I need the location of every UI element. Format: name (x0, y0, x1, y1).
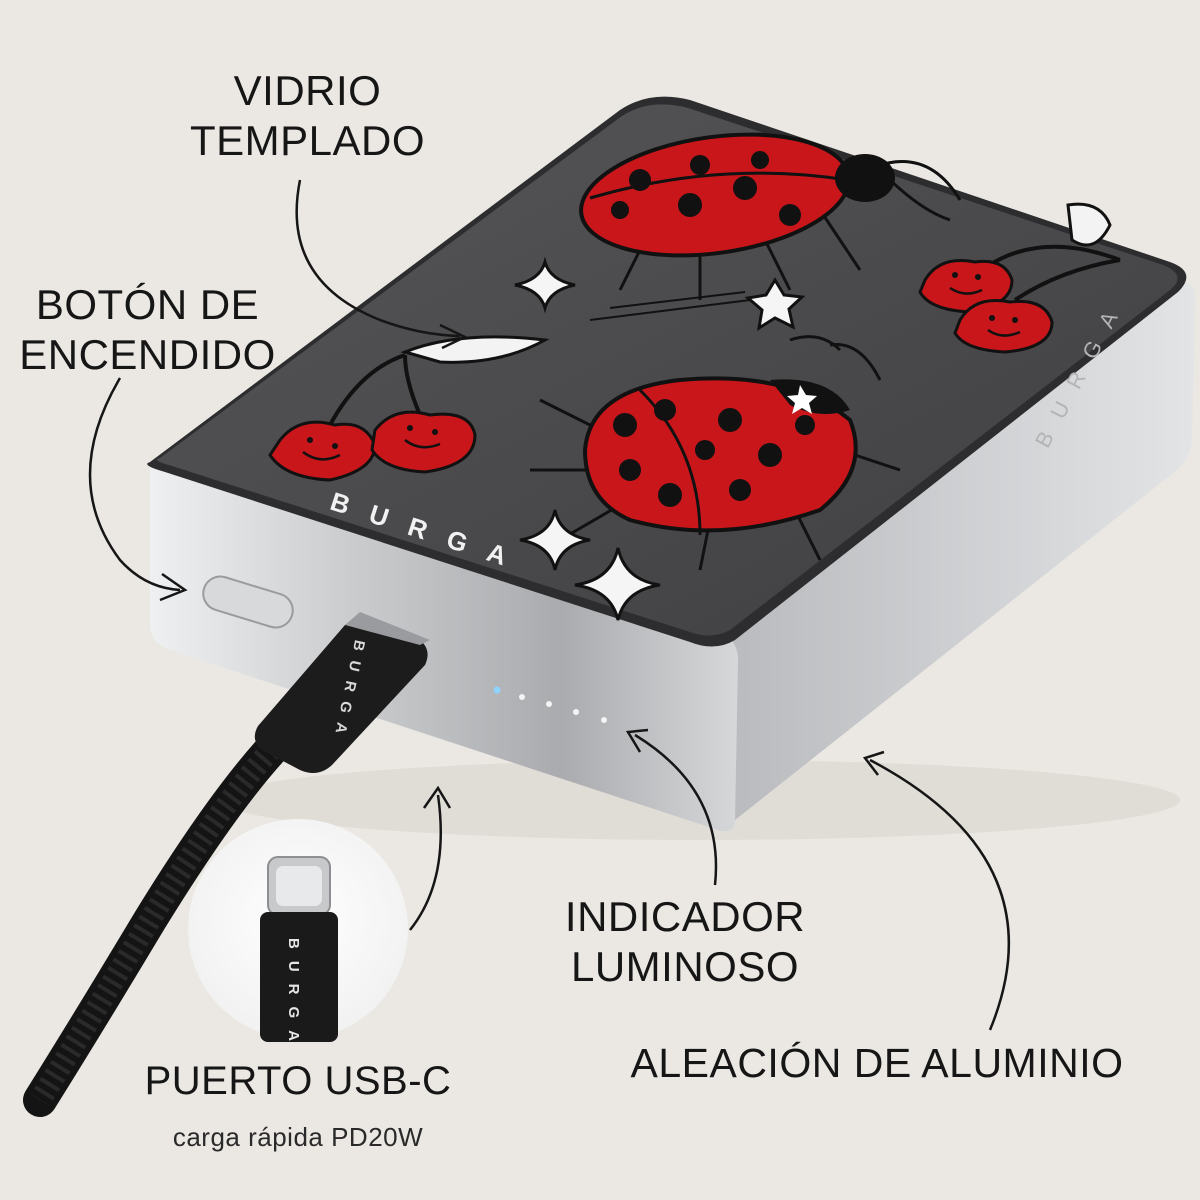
label-aluminum-alloy: ALEACIÓN DE ALUMINIO (630, 1040, 1124, 1086)
label-usb-c-port: PUERTO USB-C (144, 1059, 452, 1103)
arrow-indicador-head (625, 728, 649, 753)
ladybug-illustration-top (579, 132, 962, 300)
usb-inset-plug-body (260, 912, 338, 1042)
usb-cable-texture (30, 727, 293, 1106)
label-tempered-glass: VIDRIO TEMPLADO (185, 66, 430, 166)
led-dot-5 (601, 717, 607, 723)
tempered-glass-panel (156, 104, 1178, 636)
aluminum-right-face (720, 282, 1195, 820)
usb-c-connector (254, 619, 428, 774)
usb-c-connector-tip (345, 612, 430, 645)
star-sparkle-icon-1 (514, 256, 576, 314)
cherry-illustration-left (268, 335, 550, 482)
label-power-button: BOTÓN DE ENCENDIDO (10, 280, 285, 380)
power-button[interactable] (199, 572, 297, 631)
arrow-usb-head (422, 785, 452, 809)
arrow-vidrio (295, 179, 461, 338)
usb-inset-plug-metal-inner (276, 866, 322, 906)
led-dot-1 (493, 686, 501, 694)
arrow-vidrio-head (439, 323, 468, 350)
arrow-aleacion-head (862, 750, 885, 776)
annotation-arrows (88, 179, 1010, 1031)
led-dot-4 (573, 709, 579, 715)
led-dot-2 (519, 694, 525, 700)
star-sparkle-icons (514, 256, 806, 621)
label-tempered-glass-line-2: TEMPLADO (189, 117, 426, 164)
shooting-star-trail (589, 291, 751, 321)
led-dot-3 (546, 701, 552, 707)
label-light-indicator-line-1: INDICADOR (564, 893, 806, 940)
arrow-boton-head (159, 572, 188, 602)
star-sparkle-icon-2 (744, 277, 806, 332)
label-usb-c-subtitle: carga rápida PD20W (172, 1122, 424, 1152)
arrow-indicador (634, 733, 718, 886)
aluminum-front-face (150, 459, 738, 832)
star-sparkle-icon-3 (519, 509, 591, 571)
arrow-aleacion (869, 758, 1010, 1031)
arrow-boton (88, 377, 181, 592)
label-tempered-glass-line-1: VIDRIO (233, 67, 382, 114)
arrow-usb (409, 794, 443, 931)
cherry-illustration-right (918, 202, 1121, 354)
led-indicator (493, 686, 607, 723)
label-power-button-line-1: BOTÓN DE (35, 281, 260, 328)
label-power-button-line-2: ENCENDIDO (19, 331, 276, 378)
ladybug-illustration-bottom (530, 335, 901, 571)
brand-logo-inset-plug: BURGA (285, 938, 302, 1053)
star-sparkle-icon-4 (574, 547, 661, 621)
label-light-indicator: INDICADOR LUMINOSO (555, 892, 815, 992)
label-light-indicator-line-2: LUMINOSO (570, 943, 800, 990)
